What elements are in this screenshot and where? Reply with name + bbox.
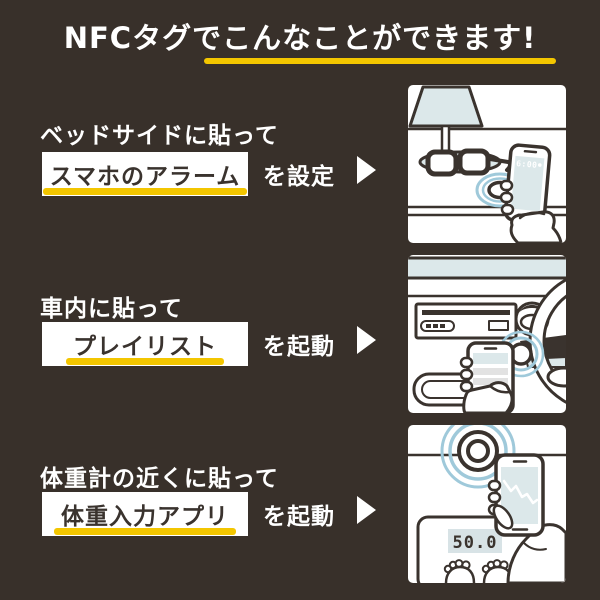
feature-row-car: 車内に貼って プレイリスト を起動 <box>0 255 600 413</box>
row-label: ベッドサイドに貼って <box>40 123 279 149</box>
windshield-band <box>408 256 566 280</box>
highlight-box: プレイリスト <box>42 322 248 366</box>
row-label: 体重計の近くに貼って <box>40 466 279 492</box>
highlight-box: スマホのアラーム <box>42 152 248 196</box>
bedside-illustration-svg: 6:00 <box>408 85 566 243</box>
scale-illustration: 50.0 <box>408 425 566 583</box>
highlight-text: スマホのアラーム <box>42 157 247 195</box>
steering-wheel-icon <box>528 278 566 404</box>
thumb-icon <box>492 504 514 530</box>
phone-in-hand: 6:00 <box>499 143 563 243</box>
car-illustration <box>408 255 566 413</box>
alarm-time-text: 6:00 <box>516 159 538 170</box>
action-line: スマホのアラーム を設定 <box>42 152 335 196</box>
feature-row-bedside: ベッドサイドに貼って スマホのアラーム を設定 <box>0 85 600 243</box>
suffix-label: を起動 <box>263 504 335 530</box>
highlight-text: 体重入力アプリ <box>54 497 236 535</box>
suffix-label: を起動 <box>263 334 335 360</box>
page-title: NFCタグでこんなことができます! <box>63 21 537 55</box>
arrow-right-icon <box>357 496 376 524</box>
hand-icon <box>509 210 563 243</box>
arrow-right-icon <box>357 156 376 184</box>
title-underline <box>204 58 556 64</box>
bedside-illustration: 6:00 <box>408 85 566 243</box>
phone-in-hand <box>459 341 515 413</box>
action-line: 体重入力アプリ を起動 <box>42 492 335 536</box>
row-label: 車内に貼って <box>40 296 183 322</box>
highlight-text: プレイリスト <box>66 327 224 365</box>
highlight-box: 体重入力アプリ <box>42 492 248 536</box>
phone-in-hand <box>487 453 566 583</box>
suffix-label: を設定 <box>263 164 335 190</box>
feature-row-scale: 体重計の近くに貼って 体重入力アプリ を起動 <box>0 425 600 583</box>
scale-illustration-svg: 50.0 <box>408 425 566 583</box>
smartphone-icon: 6:00 <box>503 143 552 224</box>
weight-graph-line <box>502 479 539 505</box>
car-stereo-icon <box>414 302 518 340</box>
scale-display-value: 50.0 <box>453 533 498 553</box>
arrow-right-icon <box>357 326 376 354</box>
alarm-bell-dot <box>537 163 542 167</box>
nfc-tag-icon <box>440 425 516 489</box>
car-illustration-svg <box>408 256 566 413</box>
playlist-header <box>473 353 508 364</box>
action-line: プレイリスト を起動 <box>42 322 335 366</box>
steering-hub <box>546 366 566 388</box>
scale-display <box>448 529 502 553</box>
